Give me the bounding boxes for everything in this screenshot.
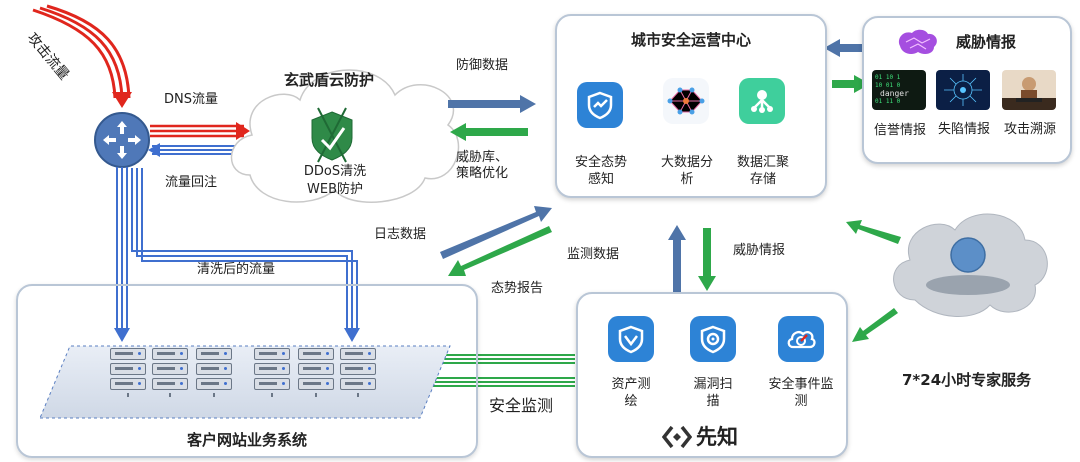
situation-report-arrow: [448, 226, 552, 276]
log-data-arrow: [440, 206, 552, 259]
server-icon: [196, 348, 232, 397]
expert-to-xianzhi-arrow: [852, 308, 898, 342]
situation-report-label: 态势报告: [491, 281, 544, 296]
svg-text:danger: danger: [880, 89, 909, 98]
cloud-title: 玄武盾云防护: [284, 71, 375, 89]
network-mesh-icon: [663, 78, 709, 124]
attack-trace-image: [1002, 70, 1056, 110]
router-icon: [94, 112, 150, 168]
server-icon: [152, 348, 188, 397]
intel-item-reputation: 信誉情报: [874, 123, 927, 138]
attack-arrow: [32, 4, 132, 108]
xianzhi-brand: 先知: [696, 425, 738, 449]
threat-lib-arrow: [450, 123, 528, 141]
dns-flow-arrow: [150, 122, 250, 140]
server-icon: [340, 348, 376, 397]
server-icon: [254, 348, 290, 397]
threat-lib-label: 威胁库、策略优化: [456, 150, 509, 181]
customer-system-panel: 客户网站业务系统: [16, 284, 478, 458]
threat-intel-flow-label: 威胁情报: [733, 243, 786, 258]
server-icon: [110, 348, 146, 397]
shield-check-icon: [577, 82, 623, 128]
intel-item-compromise: 失陷情报: [937, 122, 990, 137]
vuln-scan-icon: [690, 316, 736, 362]
ddos-shield-icon: [311, 107, 353, 163]
soc-item-bigdata: 大数据分析: [660, 155, 713, 187]
reinject-flow-arrow: [148, 143, 246, 157]
reinject-label: 流量回注: [165, 175, 218, 190]
xianzhi-item-vuln: 漏洞扫描: [693, 377, 733, 409]
cleaned-traffic-lines: [114, 167, 360, 342]
expert-to-soc-arrow: [846, 220, 901, 244]
monitor-data-label: 监测数据: [567, 247, 620, 262]
server-icon: [298, 348, 334, 397]
expert-cloud: [893, 213, 1048, 317]
xianzhi-item-asset: 资产测绘: [611, 377, 651, 409]
cloud-line-ddos: DDoS清洗: [303, 164, 367, 179]
soc-title: 城市安全运营中心: [630, 31, 751, 49]
monitor-data-arrow: [668, 225, 686, 292]
cloud-line-web: WEB防护: [307, 182, 363, 197]
svg-text:01 11 0: 01 11 0: [875, 98, 901, 105]
defense-data-arrow: [448, 95, 536, 113]
security-monitoring-label: 安全监测: [489, 396, 554, 415]
cleaned-traffic-label: 清洗后的流量: [197, 262, 276, 277]
compromise-intel-image: [936, 70, 990, 110]
brain-logo-icon: [894, 28, 940, 58]
security-monitoring-arrows: [416, 352, 575, 389]
soc-panel: 城市安全运营中心 安全态势感知 大数据分析 数据汇聚存储: [555, 14, 827, 198]
soc-to-intel-arrow: [832, 75, 870, 93]
asset-map-icon: [608, 316, 654, 362]
svg-text:10 01 0: 10 01 0: [875, 82, 901, 89]
xianzhi-panel: 资产测绘 漏洞扫描 安全事件监测 先知: [576, 292, 848, 458]
threat-intel-title: 威胁情报: [956, 33, 1017, 51]
intel-item-trace: 攻击溯源: [1003, 122, 1056, 137]
threat-intel-down-arrow: [698, 228, 716, 291]
intel-to-soc-arrow: [824, 39, 862, 57]
hub-icon: [739, 78, 785, 124]
expert-service-label: 7*24小时专家服务: [902, 371, 1032, 389]
soc-item-situation: 安全态势感知: [574, 155, 627, 187]
svg-text:01 10 1: 01 10 1: [875, 74, 901, 81]
log-data-label: 日志数据: [374, 227, 427, 242]
soc-item-storage: 数据汇聚存储: [736, 155, 789, 187]
xianzhi-item-event: 安全事件监测: [768, 377, 834, 409]
xianzhi-logo-icon: [661, 424, 693, 450]
defense-data-label: 防御数据: [456, 58, 509, 73]
cloud-monitor-icon: [778, 316, 824, 362]
dns-traffic-label: DNS流量: [164, 92, 218, 107]
customer-system-title: 客户网站业务系统: [186, 431, 307, 449]
